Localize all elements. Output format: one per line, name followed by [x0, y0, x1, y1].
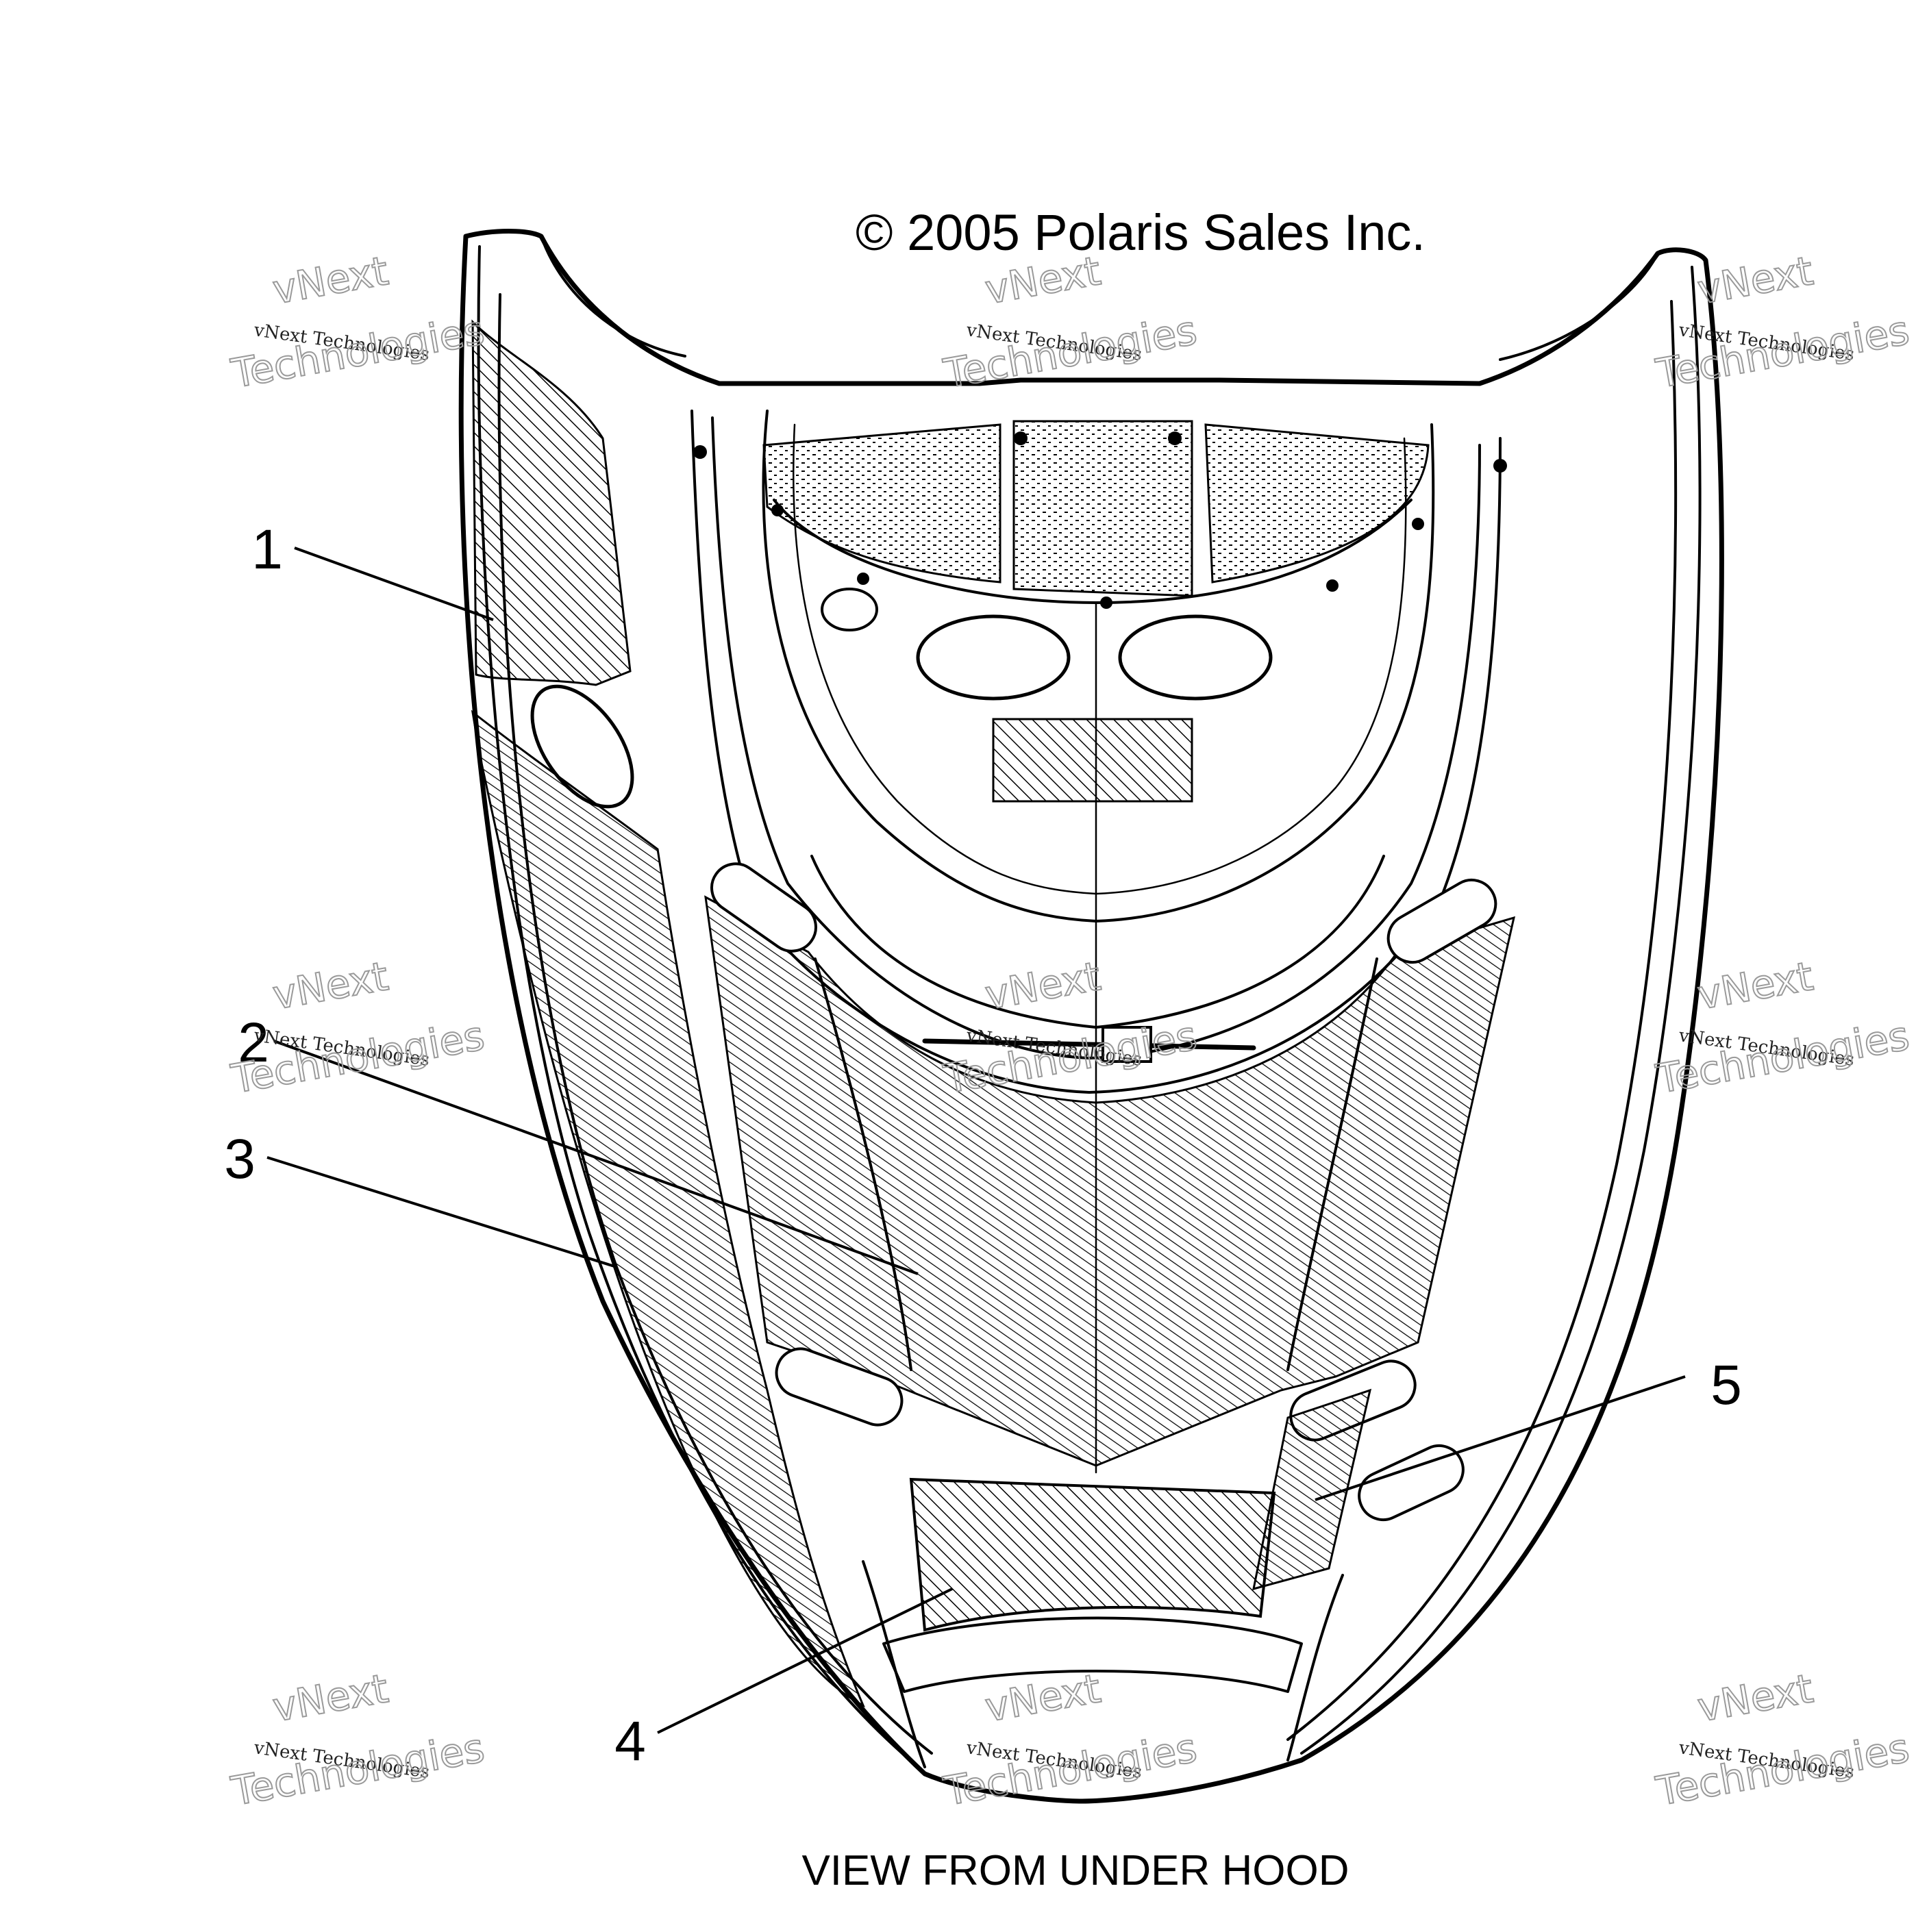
decal-4-area	[909, 1477, 1276, 1632]
watermark-big-line2: Technologies	[940, 307, 1200, 397]
decal-2-area	[704, 895, 1516, 1467]
watermark-big-line1: vNext	[269, 247, 392, 313]
watermark-big-line2: Technologies	[1652, 307, 1913, 397]
watermark-bottom-right: vNext vNext Technologies Technologies	[1652, 1664, 1913, 1816]
callout-2: 2	[238, 1012, 269, 1074]
top-vents	[693, 420, 1507, 609]
watermark-big-line2: Technologies	[227, 1724, 488, 1815]
watermark-big-line2: Technologies	[227, 307, 488, 397]
lower-vents	[710, 862, 1497, 1768]
watermark-big-line1: vNext	[269, 953, 392, 1018]
watermark-big-line2: Technologies	[1652, 1724, 1913, 1815]
callout-1: 1	[251, 518, 283, 581]
watermark-mid-right: vNext vNext Technologies Technologies	[1652, 952, 1913, 1103]
callout-5: 5	[1710, 1354, 1742, 1416]
watermark-big-line2: Technologies	[940, 1012, 1200, 1103]
watermark-bottom-left: vNext vNext Technologies Technologies	[227, 1664, 488, 1816]
callout-4: 4	[614, 1710, 646, 1772]
view-caption: VIEW FROM UNDER HOOD	[801, 1847, 1349, 1894]
headlight-openings	[821, 588, 1273, 803]
watermark-mid-left: vNext vNext Technologies Technologies	[227, 952, 488, 1103]
watermark-big-line1: vNext	[1694, 953, 1817, 1018]
watermark-mid-center: vNext vNext Technologies Technologies	[939, 952, 1201, 1103]
decal-5-area	[1252, 1388, 1372, 1591]
watermark-top-left: vNext vNext Technologies Technologies	[227, 247, 488, 398]
copyright-notice: © 2005 Polaris Sales Inc.	[856, 204, 1426, 261]
leader-lines	[266, 547, 1686, 1734]
watermark-big-line1: vNext	[1694, 247, 1817, 313]
watermark-big-line1: vNext	[1694, 1665, 1817, 1731]
decal-3-area	[471, 710, 865, 1708]
decal-1-area	[471, 319, 634, 809]
watermark-big-line1: vNext	[982, 953, 1104, 1018]
bracket-area	[810, 855, 1385, 1063]
watermark-big-line1: vNext	[269, 1665, 392, 1731]
callout-3: 3	[224, 1128, 256, 1190]
watermark-top-center: vNext vNext Technologies Technologies	[939, 247, 1201, 398]
